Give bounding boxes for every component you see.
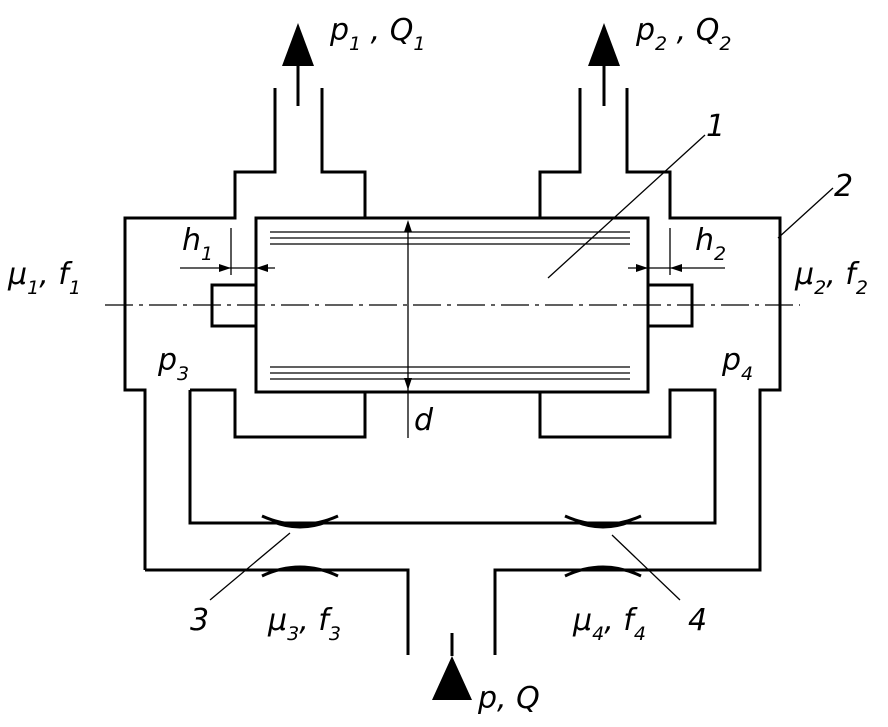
gap-h2-label: h2: [695, 223, 726, 265]
chamber3-label: p3: [157, 343, 189, 385]
part-3-label: 3: [190, 603, 209, 638]
part-2-label: 2: [834, 169, 853, 204]
outlet1-label: p1 , Q1: [329, 13, 425, 55]
outlet2-label: p2 , Q2: [635, 13, 731, 55]
gap-h2-arrow-right: [670, 264, 682, 272]
inlet-flow-arrow: [432, 633, 472, 700]
part-1-label: 1: [706, 109, 725, 144]
inner-channel: [188, 388, 717, 525]
part-4-label: 4: [688, 603, 707, 638]
gap-h1-arrow-left: [219, 264, 231, 272]
throttle-4-lens: [575, 523, 631, 529]
diameter-label: d: [414, 403, 434, 438]
spool-hatching: [270, 231, 630, 380]
diameter-arrow-bottom: [404, 378, 412, 390]
housing-upper-outline: [123, 88, 782, 655]
outlet2-flow-arrow: [588, 23, 620, 106]
diameter-arrow-top: [404, 220, 412, 232]
chamber4-label: p4: [721, 343, 753, 385]
leader-lines: [209, 134, 834, 601]
gap-h2-arrow-left: [636, 264, 648, 272]
inlet-label: p, Q: [477, 681, 540, 716]
throttle3-label: μ3, f3: [267, 603, 341, 645]
outlet1-flow-arrow: [282, 23, 314, 106]
throttle-3-lens: [272, 523, 328, 529]
right-throttle-label: μ2, f2: [794, 257, 868, 299]
gap-h1-arrow-right: [256, 264, 268, 272]
throttle4-label: μ4, f4: [572, 603, 646, 645]
gap-h1-label: h1: [182, 223, 213, 265]
left-throttle-label: μ1, f1: [7, 257, 81, 299]
